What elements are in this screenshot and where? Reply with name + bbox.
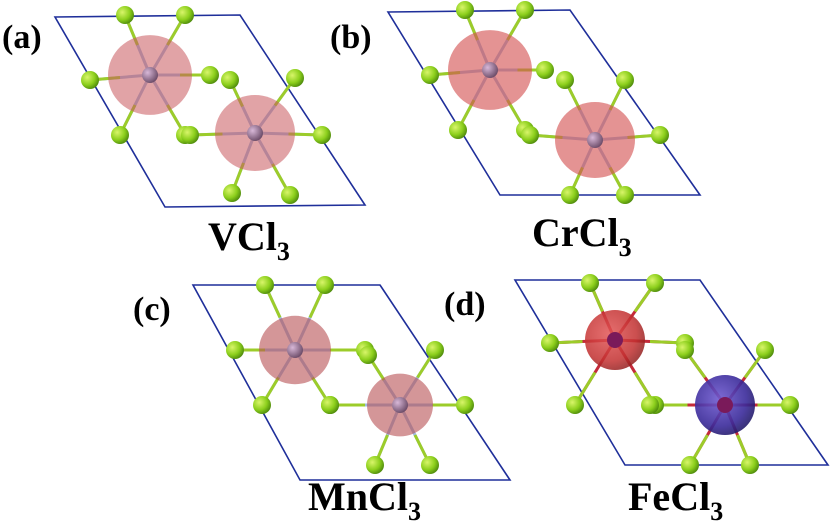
panel-label-a: (a) — [2, 19, 42, 56]
chlorine-atom — [426, 341, 444, 359]
metal-atom — [587, 132, 603, 148]
chlorine-atom — [456, 1, 474, 19]
chlorine-atom — [556, 71, 574, 89]
metal-atom — [392, 397, 408, 413]
metal-atom — [717, 397, 733, 413]
metal-atom — [142, 67, 158, 83]
chlorine-atom — [286, 69, 304, 87]
chlorine-atom — [201, 66, 219, 84]
chlorine-atom — [756, 341, 774, 359]
chlorine-atom — [566, 396, 584, 414]
chlorine-atom — [651, 126, 669, 144]
chlorine-atom — [253, 396, 271, 414]
chlorine-atom — [421, 456, 439, 474]
panel-label-b: (b) — [330, 19, 372, 56]
panel-label-d: (d) — [444, 286, 486, 323]
chlorine-atom — [111, 126, 129, 144]
chlorine-atom — [741, 456, 759, 474]
chlorine-atom — [313, 126, 331, 144]
chlorine-atom — [176, 6, 194, 24]
chlorine-atom — [676, 341, 694, 359]
structure-panel-a — [53, 6, 367, 208]
metal-atom — [482, 62, 498, 78]
chlorine-atom — [281, 186, 299, 204]
chlorine-atom — [456, 396, 474, 414]
chlorine-atom — [781, 396, 799, 414]
chlorine-atom — [321, 396, 339, 414]
chlorine-atom — [561, 186, 579, 204]
structure-panel-c — [191, 276, 512, 481]
metal-atom — [607, 332, 623, 348]
chlorine-atom — [536, 61, 554, 79]
formula-mncl3: MnCl3 — [308, 474, 421, 526]
chlorine-atom — [641, 396, 659, 414]
chlorine-atom — [681, 456, 699, 474]
chlorine-atom — [256, 276, 274, 294]
chlorine-atom — [81, 71, 99, 89]
chlorine-atom — [316, 276, 334, 294]
chlorine-atom — [616, 186, 634, 204]
chlorine-atom — [521, 126, 539, 144]
formula-vcl3: VCl3 — [208, 214, 290, 266]
formula-fecl3: FeCl3 — [628, 474, 723, 526]
chlorine-atom — [359, 346, 377, 364]
chlorine-atom — [116, 6, 134, 24]
panel-label-c: (c) — [133, 291, 171, 328]
metal-atom — [247, 125, 263, 141]
chlorine-atom — [541, 334, 559, 352]
chlorine-atom — [223, 184, 241, 202]
chlorine-atom — [516, 1, 534, 19]
unit-cell-outline — [386, 9, 702, 196]
chlorine-atom — [226, 341, 244, 359]
metal-atom — [287, 342, 303, 358]
chlorine-atom — [366, 456, 384, 474]
structure-panel-b — [386, 1, 702, 204]
unit-cell-outline — [53, 14, 367, 208]
structure-panel-d — [513, 274, 830, 474]
chlorine-atom — [616, 71, 634, 89]
chlorine-atom — [449, 121, 467, 139]
unit-cell-outline — [513, 279, 830, 466]
chlorine-atom — [181, 126, 199, 144]
formula-crcl3: CrCl3 — [532, 210, 632, 262]
chlorine-atom — [646, 274, 664, 292]
chlorine-atom — [581, 274, 599, 292]
chlorine-atom — [221, 71, 239, 89]
chlorine-atom — [421, 66, 439, 84]
